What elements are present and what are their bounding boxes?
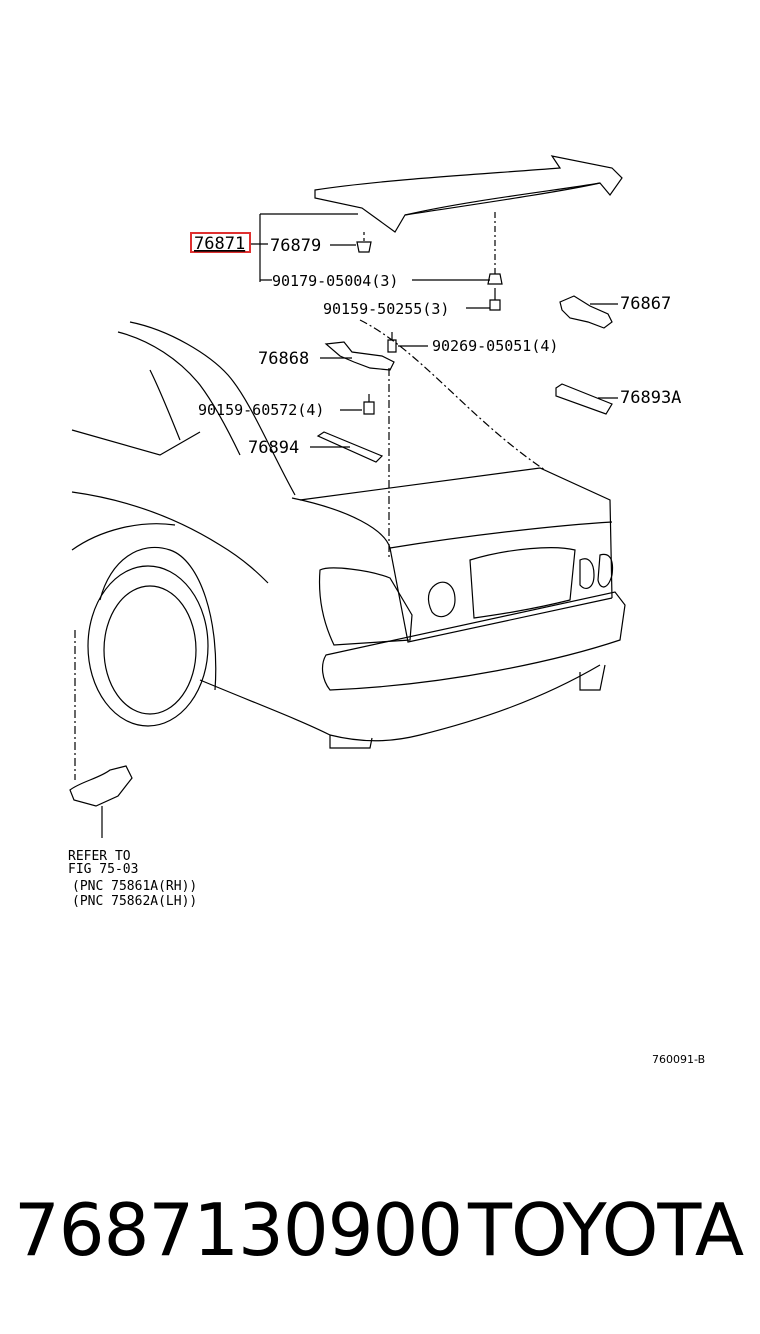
bracket-76867 bbox=[559, 295, 613, 329]
callout-76868: 76868 bbox=[258, 349, 309, 369]
callout-76879: 76879 bbox=[270, 236, 321, 256]
pad-76893a bbox=[555, 383, 613, 415]
car-body bbox=[71, 321, 626, 749]
brand-name: TOYOTA bbox=[468, 1188, 744, 1272]
rear-wheel bbox=[87, 546, 217, 727]
clip-76879 bbox=[356, 232, 372, 253]
nut-90179 bbox=[487, 212, 503, 285]
highlight-box bbox=[190, 232, 251, 253]
callout-90159-50255: 90159-50255(3) bbox=[323, 300, 449, 318]
part-number: 7687130900 bbox=[14, 1188, 463, 1272]
pad-76894 bbox=[316, 431, 384, 463]
callout-90179-05004: 90179-05004(3) bbox=[272, 272, 398, 290]
drawing bbox=[69, 155, 626, 838]
callout-76871[interactable]: 76871 bbox=[194, 234, 245, 254]
mud-guard bbox=[69, 765, 133, 838]
callout-bracket bbox=[250, 213, 358, 282]
callout-90269-05051: 90269-05051(4) bbox=[432, 337, 558, 355]
stud-90269 bbox=[387, 332, 397, 353]
bolt-90159b bbox=[363, 394, 375, 415]
callout-76867: 76867 bbox=[620, 294, 671, 314]
reference-line-1: REFER TO bbox=[68, 849, 131, 864]
reference-line-4: (PNC 75862A(LH)) bbox=[72, 894, 197, 909]
callout-76893a: 76893A bbox=[620, 388, 681, 408]
reference-line-3: (PNC 75861A(RH)) bbox=[72, 879, 197, 894]
rear-spoiler bbox=[314, 155, 623, 233]
callout-76894: 76894 bbox=[248, 438, 299, 458]
reference-line-2: FIG 75-03 bbox=[68, 862, 138, 877]
callout-90159-60572: 90159-60572(4) bbox=[198, 401, 324, 419]
guide-lines bbox=[74, 319, 546, 780]
figure-id: 760091-B bbox=[652, 1053, 705, 1066]
reference-note: REFER TO FIG 75-03 (PNC 75861A(RH)) (PNC… bbox=[68, 849, 197, 909]
bolt-90159a bbox=[489, 288, 501, 311]
bracket-76868 bbox=[324, 341, 395, 371]
